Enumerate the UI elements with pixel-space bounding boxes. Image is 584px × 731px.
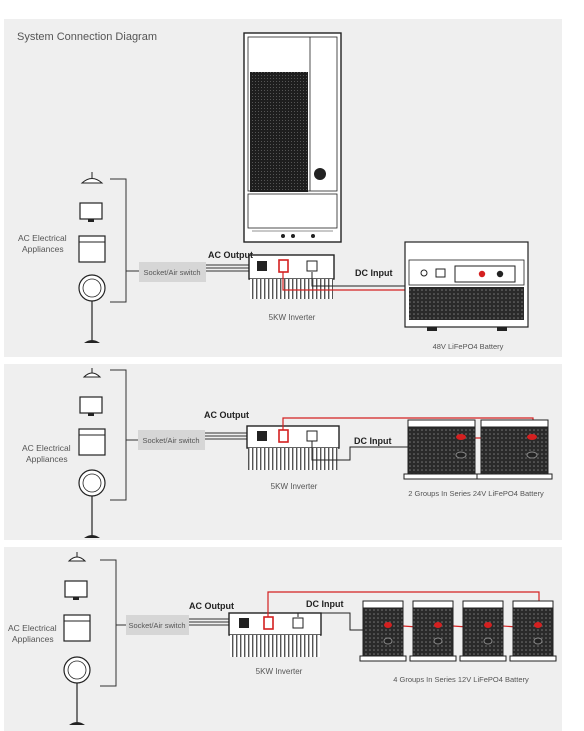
- dc-input-label: DC Input: [355, 268, 393, 278]
- ceiling-lamp-icon: [82, 368, 102, 378]
- battery-12v-3-icon: [459, 600, 507, 662]
- inverter-bottom-icon: [248, 254, 335, 299]
- appliances-label-line1: AC Electrical: [18, 233, 67, 243]
- ceiling-lamp-icon: [67, 552, 87, 562]
- fan-icon: [78, 469, 106, 538]
- washing-machine-icon: [78, 428, 106, 456]
- battery-12v-2-icon: [409, 600, 457, 662]
- battery-24v-1-icon: [403, 419, 480, 480]
- rack-battery-icon: [404, 241, 529, 331]
- dc-input-label: DC Input: [354, 436, 392, 446]
- inverter-label: 5KW Inverter: [256, 667, 303, 676]
- appliances-label-line2: Appliances: [12, 634, 54, 644]
- switch-label: Socket/Air switch: [142, 436, 199, 445]
- switch-label: Socket/Air switch: [143, 268, 200, 277]
- ac-output-label: AC Output: [189, 601, 234, 611]
- tv-icon: [64, 580, 88, 600]
- battery-12v-1-icon: [359, 600, 407, 662]
- socket-switch-box: [126, 615, 189, 635]
- washing-machine-icon: [63, 614, 91, 642]
- tv-icon: [79, 396, 103, 416]
- inverter-bottom-icon: [246, 425, 340, 470]
- panel-3-diagram: [63, 552, 557, 725]
- panel-2-diagram: [78, 368, 553, 538]
- ceiling-lamp-icon: [80, 172, 104, 184]
- dc-input-label: DC Input: [306, 599, 344, 609]
- battery-label: 4 Groups In Series 12V LiFePO4 Battery: [393, 675, 529, 684]
- inverter-label: 5KW Inverter: [269, 313, 316, 322]
- battery-label: 48V LiFePO4 Battery: [433, 342, 504, 351]
- ac-output-label: AC Output: [208, 250, 253, 260]
- appliances-label-line2: Appliances: [26, 454, 68, 464]
- socket-switch-box: [139, 262, 206, 282]
- battery-12v-4-icon: [509, 600, 557, 662]
- inverter-bottom-icon: [228, 612, 322, 657]
- fan-icon: [63, 656, 91, 725]
- appliances-label-line1: AC Electrical: [22, 443, 71, 453]
- appliances-label-line1: AC Electrical: [8, 623, 57, 633]
- tv-icon: [79, 202, 103, 222]
- panel-1-diagram: [78, 32, 529, 343]
- inverter-label: 5KW Inverter: [271, 482, 318, 491]
- inverter-front-icon: [243, 32, 342, 243]
- ac-output-label: AC Output: [204, 410, 249, 420]
- diagram-title: System Connection Diagram: [17, 31, 158, 43]
- battery-24v-2-icon: [476, 419, 553, 480]
- switch-label: Socket/Air switch: [128, 621, 185, 630]
- appliances-label-line2: Appliances: [22, 244, 64, 254]
- socket-switch-box: [138, 430, 205, 450]
- battery-label: 2 Groups In Series 24V LiFePO4 Battery: [408, 489, 544, 498]
- fan-icon: [78, 274, 106, 343]
- washing-machine-icon: [78, 235, 106, 263]
